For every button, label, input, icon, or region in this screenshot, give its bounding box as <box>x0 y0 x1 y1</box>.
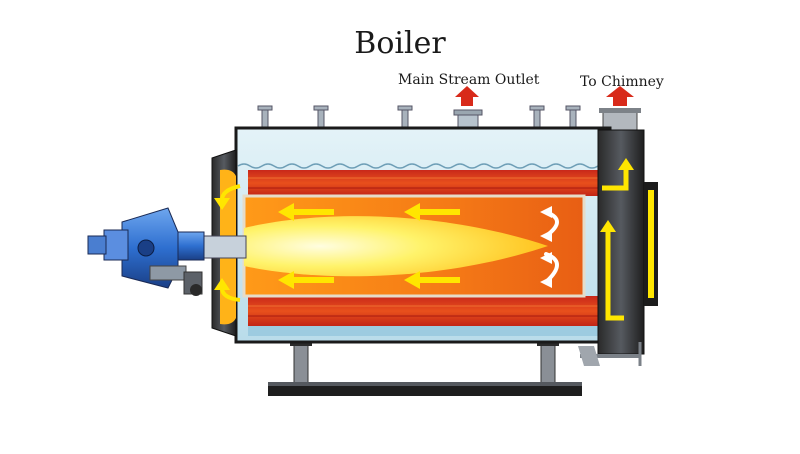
yellow-arrow-icon <box>278 203 334 221</box>
boiler-stand <box>268 336 582 396</box>
top-valves <box>257 105 581 129</box>
to-chimney-label: To Chimney <box>580 74 664 90</box>
rear-flow-arrows <box>602 168 629 321</box>
steam-outlet-arrow-icon <box>455 86 479 106</box>
main-stream-outlet-label: Main Stream Outlet <box>398 72 540 88</box>
flame <box>244 216 548 277</box>
diagram-title: Boiler <box>354 26 446 61</box>
lower-tube-pass <box>248 296 600 336</box>
yellow-arrow-icon <box>404 271 460 289</box>
yellow-arrow-icon <box>404 203 460 221</box>
chimney-arrow-icon <box>606 86 634 106</box>
yellow-arrow-icon <box>278 271 334 289</box>
upper-tube-pass <box>248 170 600 196</box>
burner <box>87 207 247 296</box>
gas-flow-arrows <box>278 203 460 289</box>
